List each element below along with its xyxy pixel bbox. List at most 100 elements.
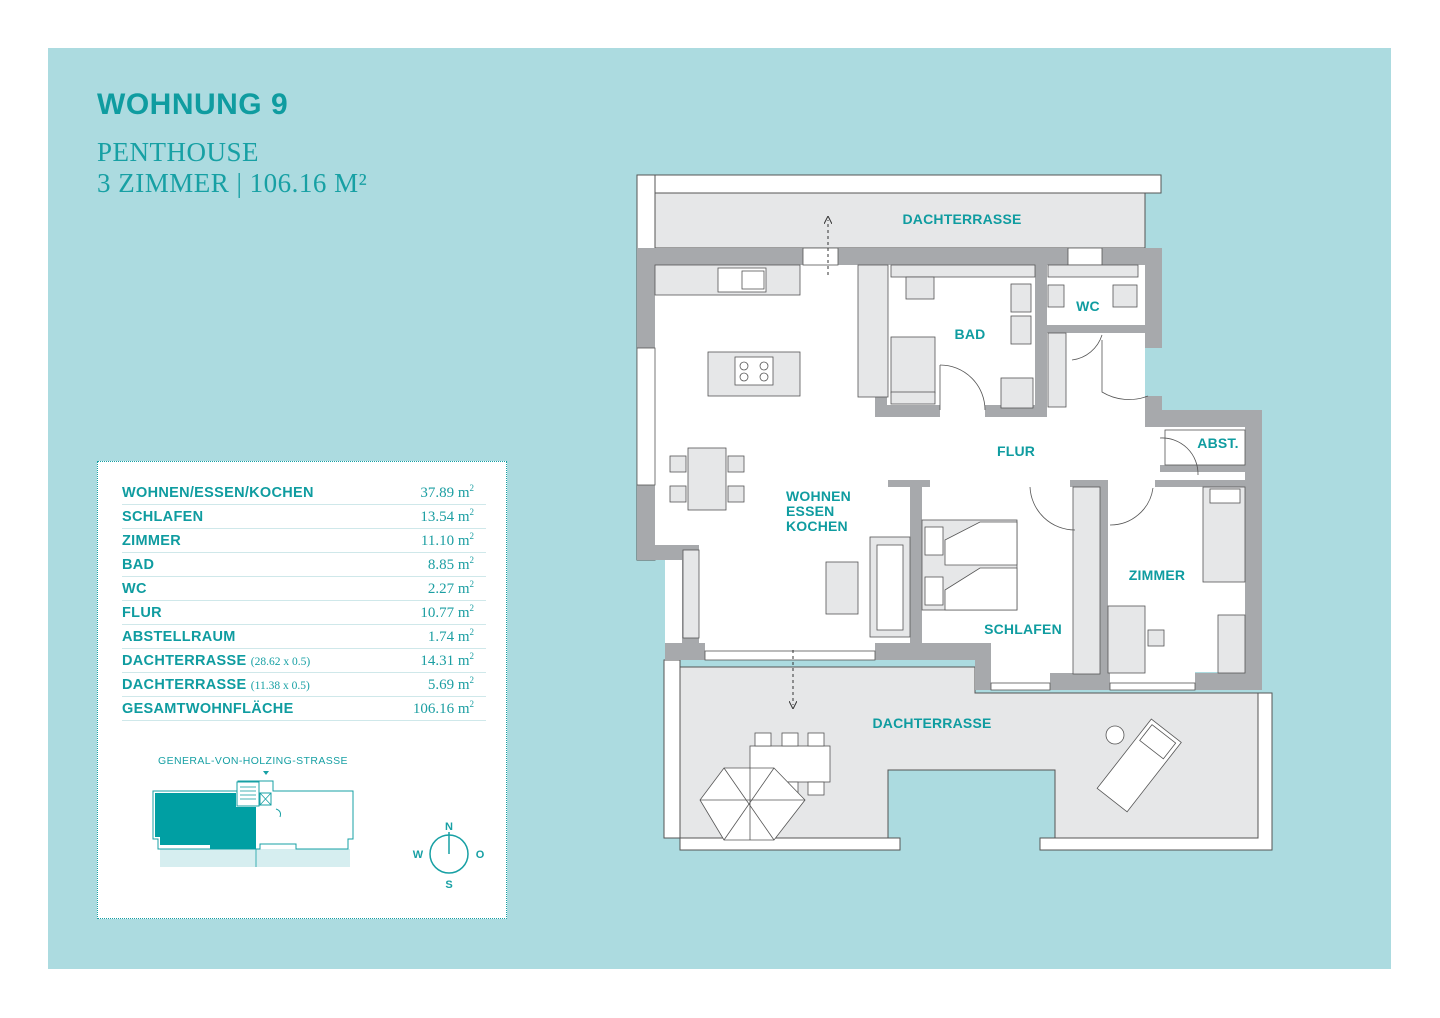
- area-value-text: 8.85 m: [427, 557, 470, 573]
- area-label: ABSTELLRAUM: [122, 624, 386, 649]
- area-label-text: FLUR: [122, 604, 162, 621]
- area-label: DACHTERRASSE (28.62 x 0.5): [122, 648, 386, 673]
- area-unit-sup: 2: [469, 483, 475, 493]
- area-label: WOHNEN/ESSEN/KOCHEN: [122, 481, 386, 505]
- coffee-table: [825, 561, 859, 615]
- doors: [939, 334, 1199, 531]
- area-value: 14.31 m2: [385, 648, 486, 673]
- area-row: GESAMTWOHNFLÄCHE 106.16 m2: [122, 696, 486, 721]
- area-unit-sup: 2: [469, 507, 475, 517]
- area-label-text: SCHLAFEN: [122, 508, 204, 525]
- street-label: GENERAL-VON-HOLZING-STRASSE: [158, 755, 348, 767]
- area-value: 37.89 m2: [385, 481, 486, 505]
- area-unit-sup: 2: [469, 555, 475, 565]
- room-label-abst: ABST.: [1197, 435, 1238, 451]
- cooktop: [734, 356, 774, 386]
- area-label-text: DACHTERRASSE: [122, 676, 247, 693]
- area-row: ABSTELLRAUM 1.74 m2: [122, 624, 486, 649]
- compass: N S W O: [413, 821, 485, 891]
- compass-south: S: [445, 879, 452, 891]
- area-unit-sup: 2: [469, 675, 475, 685]
- room-label-essen: ESSEN: [786, 503, 834, 519]
- site-building-shadow: [160, 849, 350, 867]
- area-label: FLUR: [122, 600, 386, 625]
- area-value-text: 14.31 m: [420, 653, 470, 669]
- area-label-text: GESAMTWOHNFLÄCHE: [122, 700, 294, 717]
- roof-parapet-top: [636, 174, 1162, 194]
- compass-north: N: [445, 821, 453, 833]
- wardrobe: [1072, 486, 1101, 675]
- area-value-text: 37.89 m: [420, 485, 470, 501]
- apartment-size: 3 ZIMMER | 106.16 M²: [97, 168, 368, 198]
- compass-west: W: [413, 849, 424, 861]
- terrace-top: [654, 192, 1146, 249]
- area-row: WOHNEN/ESSEN/KOCHEN 37.89 m2: [122, 481, 486, 505]
- area-label: DACHTERRASSE (11.38 x 0.5): [122, 672, 386, 697]
- area-row: SCHLAFEN 13.54 m2: [122, 504, 486, 529]
- apartment-type: PENTHOUSE: [97, 137, 260, 167]
- area-unit-sup: 2: [469, 603, 475, 613]
- area-value: 2.27 m2: [385, 576, 486, 601]
- tv-board: [682, 549, 700, 639]
- area-label-text: DACHTERRASSE: [122, 652, 247, 669]
- room-label-bad: BAD: [955, 326, 986, 342]
- room-label-terrace-bottom: DACHTERRASSE: [872, 715, 991, 731]
- area-value-text: 10.77 m: [420, 605, 470, 621]
- room-label-flur: FLUR: [997, 443, 1035, 459]
- area-unit-sup: 2: [469, 531, 475, 541]
- area-value-text: 106.16 m: [412, 701, 470, 717]
- area-value-text: 11.10 m: [420, 533, 470, 549]
- room-label-wc: WC: [1076, 298, 1100, 314]
- area-label: ZIMMER: [122, 528, 386, 553]
- area-row: DACHTERRASSE (11.38 x 0.5)5.69 m2: [122, 672, 486, 697]
- room-label-schlafen: SCHLAFEN: [984, 621, 1062, 637]
- area-value: 8.85 m2: [385, 552, 486, 577]
- area-value: 11.10 m2: [385, 528, 486, 553]
- area-label: SCHLAFEN: [122, 504, 386, 529]
- area-note: (11.38 x 0.5): [250, 679, 310, 692]
- area-label: GESAMTWOHNFLÄCHE: [122, 696, 386, 721]
- room-label-wohnen: WOHNEN: [786, 488, 851, 504]
- site-stair-core: [236, 781, 260, 807]
- entrance-arrow-icon: [263, 771, 269, 775]
- area-unit-sup: 2: [469, 651, 475, 661]
- dining-table: [669, 447, 745, 511]
- area-label-text: ZIMMER: [122, 532, 181, 549]
- terrace-furniture: [699, 718, 1182, 841]
- area-label-text: WOHNEN/ESSEN/KOCHEN: [122, 484, 314, 501]
- room-label-terrace-top: DACHTERRASSE: [902, 211, 1021, 227]
- bathroom-fixtures: [890, 264, 1139, 409]
- area-unit-sup: 2: [469, 579, 475, 589]
- area-note: (28.62 x 0.5): [250, 655, 311, 668]
- area-value-text: 13.54 m: [420, 509, 470, 525]
- site-apartment-highlight: [155, 793, 256, 849]
- area-value-text: 2.27 m: [427, 581, 470, 597]
- area-value-text: 1.74 m: [427, 629, 470, 645]
- area-label-text: WC: [122, 580, 147, 597]
- area-row: WC 2.27 m2: [122, 576, 486, 601]
- area-value: 10.77 m2: [385, 600, 486, 625]
- area-label-text: ABSTELLRAUM: [122, 628, 236, 645]
- site-plan-map: [152, 771, 354, 867]
- zimmer-furniture: [1107, 429, 1246, 674]
- area-value: 13.54 m2: [385, 504, 486, 529]
- area-unit-sup: 2: [469, 627, 475, 637]
- page-title: WOHNUNG 9: [97, 88, 289, 121]
- area-row: DACHTERRASSE (28.62 x 0.5)14.31 m2: [122, 648, 486, 673]
- area-unit-sup: 2: [469, 699, 475, 709]
- area-label: WC: [122, 576, 386, 601]
- bed-double: [921, 519, 1018, 611]
- area-value: 106.16 m2: [385, 696, 486, 721]
- area-label: BAD: [122, 552, 386, 577]
- area-value: 1.74 m2: [385, 624, 486, 649]
- area-value: 5.69 m2: [385, 672, 486, 697]
- room-label-zimmer: ZIMMER: [1129, 567, 1185, 583]
- area-row: FLUR 10.77 m2: [122, 600, 486, 625]
- compass-east: O: [476, 849, 485, 861]
- area-row: BAD 8.85 m2: [122, 552, 486, 577]
- area-label-text: BAD: [122, 556, 155, 573]
- room-label-kochen: KOCHEN: [786, 518, 848, 534]
